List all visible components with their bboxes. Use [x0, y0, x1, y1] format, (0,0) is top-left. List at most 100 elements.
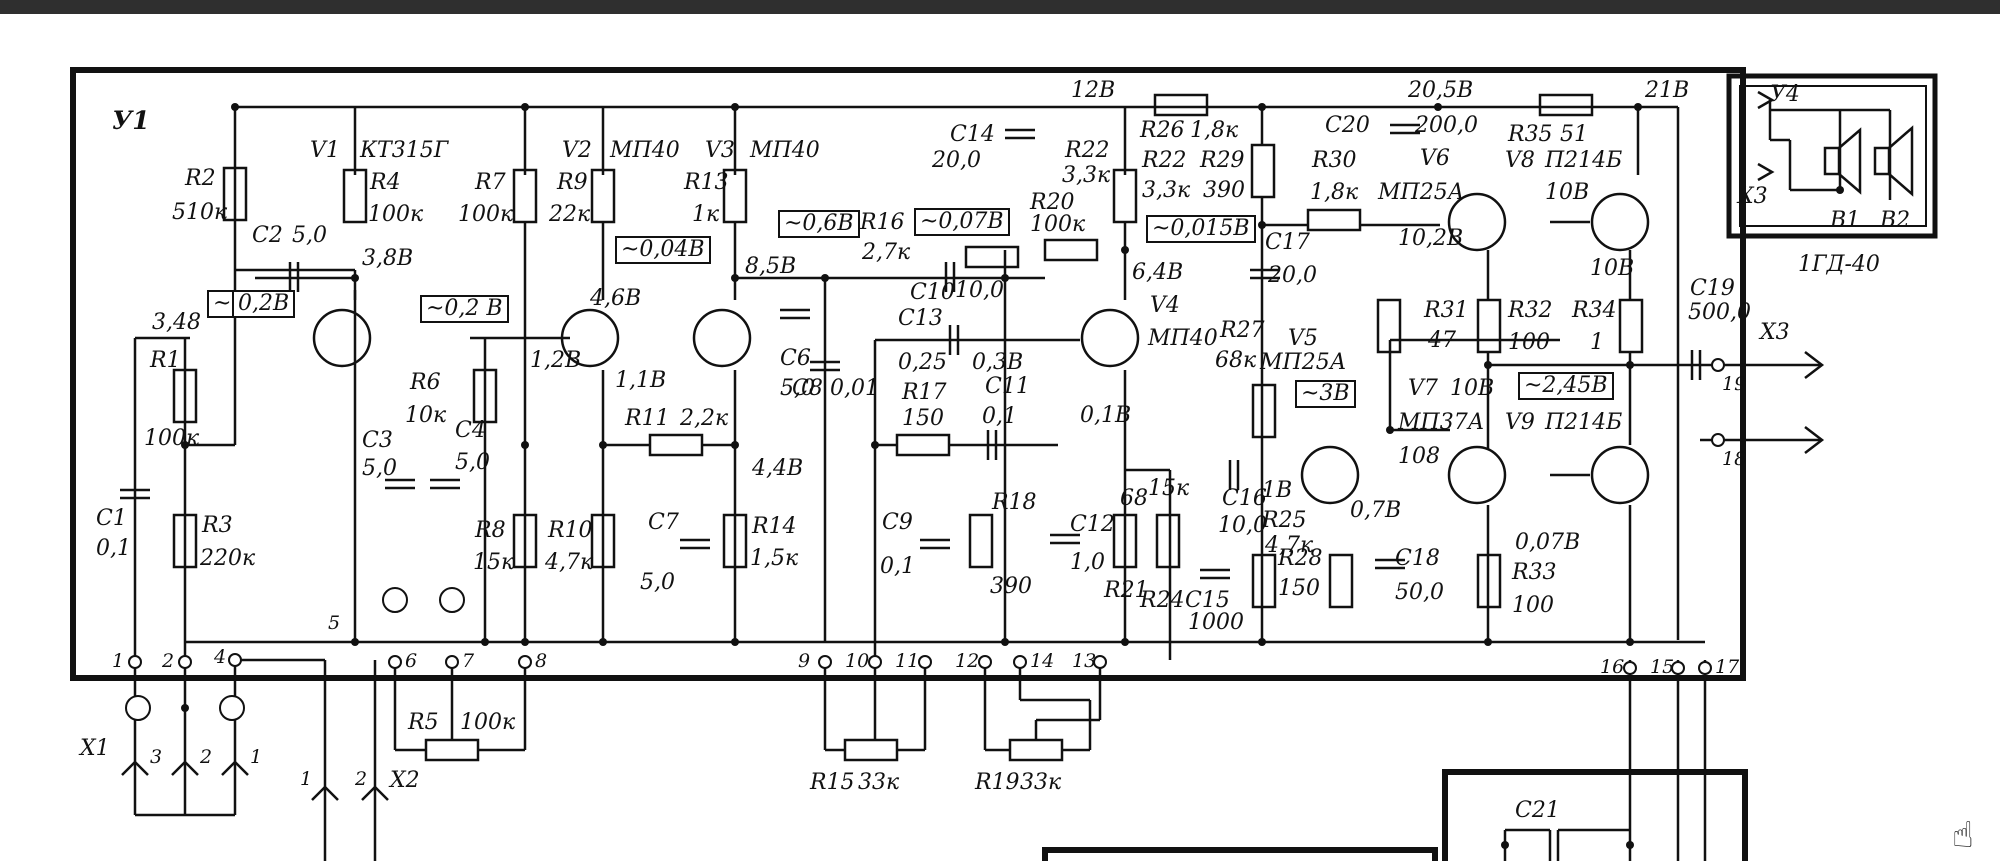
c9-value: 0,1 — [880, 554, 915, 579]
v1-type: КТ315Г — [360, 138, 449, 163]
r22a-ref: R22 — [1065, 138, 1110, 163]
r4-ref: R4 — [370, 170, 401, 195]
window-title-bar — [0, 0, 2000, 14]
r16-ref: R16 — [860, 210, 905, 235]
v4-ref: V4 — [1150, 293, 1180, 318]
r6-value: 10к — [405, 403, 447, 428]
r5-value: 100к — [460, 710, 516, 735]
r26-ref: R26 — [1140, 118, 1185, 143]
r14-ref: R14 — [752, 514, 797, 539]
volt-3-48: 3,48 — [152, 310, 201, 335]
volt-0-3: 0,3В — [972, 350, 1024, 375]
x2-label: Х2 — [390, 768, 420, 793]
volt-10-a: 10В — [1545, 180, 1590, 205]
r18-ref: R18 — [992, 490, 1037, 515]
c15-value: 1000 — [1188, 610, 1244, 635]
volt-0-7: 0,7В — [1350, 498, 1402, 523]
r34-ref: R34 — [1572, 298, 1617, 323]
c17-ref: C17 — [1265, 230, 1310, 255]
r29-ref: R29 — [1200, 148, 1245, 173]
r16-value: 2,7к — [862, 240, 911, 265]
c3-value: 5,0 — [362, 456, 397, 481]
speaker-b1: В1 — [1830, 208, 1861, 233]
c4-value: 5,0 — [455, 450, 490, 475]
speaker-x3: Х3 — [1738, 184, 1768, 209]
c11-value: 0,1 — [982, 404, 1017, 429]
board-id: У1 — [112, 106, 150, 135]
ac-0-2b-box: ~0,2 В — [420, 295, 509, 323]
r7-value: 100к — [458, 202, 514, 227]
pin-13: 13 — [1072, 650, 1097, 672]
r3-value: 220к — [200, 546, 256, 571]
r7-ref: R7 — [475, 170, 506, 195]
speaker-id: У4 — [1770, 82, 1800, 107]
volt-10-2: 10,2В — [1398, 226, 1464, 251]
ac-0-2-box: 0,2В — [232, 290, 296, 318]
v9-type: П214Б — [1545, 410, 1623, 435]
r33-ref: R33 — [1512, 560, 1557, 585]
r32-ref: R32 — [1508, 298, 1553, 323]
r8-ref: R8 — [475, 518, 506, 543]
c15-ref: C15 — [1185, 588, 1230, 613]
pin-7: 7 — [462, 650, 475, 672]
v3-ref: V3 — [705, 138, 735, 163]
speaker-model: 1ГД-40 — [1798, 252, 1880, 277]
c14-value: 20,0 — [932, 148, 981, 173]
r18-value: 390 — [990, 574, 1032, 599]
v2-type: МП40 — [610, 138, 680, 163]
v5-ref: V5 — [1288, 326, 1318, 351]
volt-1-2: 1,2В — [530, 348, 582, 373]
pin-11: 11 — [895, 650, 920, 672]
r9-value: 22к — [549, 202, 591, 227]
r13-ref: R13 — [684, 170, 729, 195]
pin-18: 18 — [1722, 448, 1747, 470]
r30-value: 1,8к — [1310, 180, 1359, 205]
r25-value: 4,7к — [1265, 533, 1314, 558]
r5-ref: R5 — [408, 710, 439, 735]
ac-0-015-box: ~0,015В — [1146, 215, 1256, 243]
v1-ref: V1 — [310, 138, 340, 163]
r32-value: 100 — [1508, 330, 1550, 355]
volt-108: 108 — [1398, 444, 1440, 469]
ac-2-45-box: ~2,45В — [1518, 372, 1614, 400]
r30-ref: R30 — [1312, 148, 1357, 173]
r34-value: 1 — [1590, 330, 1604, 355]
ac-0-04-box: ~0,04В — [615, 236, 711, 264]
pin-6: 6 — [405, 650, 418, 672]
r3-ref: R3 — [202, 513, 233, 538]
pin-19: 19 — [1722, 373, 1747, 395]
r22b-ref: R22 — [1142, 148, 1187, 173]
c11-ref: C11 — [985, 374, 1030, 399]
x1-pin-3: 3 — [150, 746, 163, 768]
r19-ref: R19 — [975, 770, 1020, 795]
r11-ref: R11 — [625, 406, 670, 431]
pin-2: 2 — [162, 650, 175, 672]
v7-type: МП37А — [1398, 410, 1485, 435]
c18-ref: C18 — [1395, 546, 1440, 571]
c1-value: 0,1 — [96, 536, 131, 561]
c8-ref: C8 — [792, 376, 823, 401]
c2-ref: C2 — [252, 223, 283, 248]
c18-value: 50,0 — [1395, 580, 1444, 605]
r24-value: 15к — [1148, 476, 1190, 501]
r1-value: 100к — [144, 426, 200, 451]
volt-0-07: 0,07В — [1515, 530, 1581, 555]
c21-ref: C21 — [1515, 798, 1560, 823]
r17-ref: R17 — [902, 380, 947, 405]
r21-value: 68 — [1120, 486, 1148, 511]
ac-0-6-box: ~0,6В — [778, 210, 860, 238]
c8-value: 0,01 — [830, 376, 879, 401]
r2-value: 510к — [172, 200, 228, 225]
pin-15: 15 — [1650, 656, 1675, 678]
c12-value: 1,0 — [1070, 550, 1105, 575]
pin-17: 17 — [1715, 656, 1740, 678]
r22a-value: 3,3к — [1062, 163, 1111, 188]
r22b-value: 3,3к — [1142, 178, 1191, 203]
r8-value: 15к — [473, 550, 515, 575]
pin-10: 10 — [845, 650, 870, 672]
r15-ref: R15 — [810, 770, 855, 795]
r28-ref: R28 — [1278, 546, 1323, 571]
x1-pin-2: 2 — [200, 746, 213, 768]
r20-ref: R20 — [1030, 190, 1075, 215]
